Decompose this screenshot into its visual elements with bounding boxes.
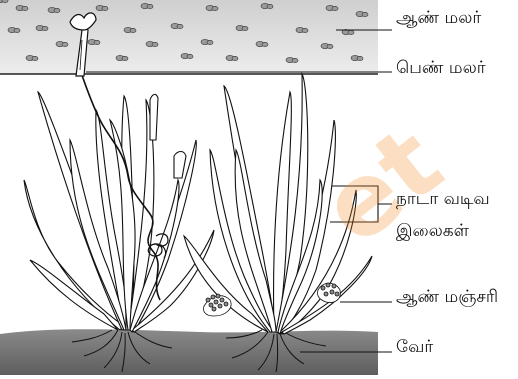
label-female-flower: பெண் மலர்: [396, 59, 486, 79]
label-ribbon-leaves-line1: நாடா வடிவ: [396, 190, 490, 210]
label-male-flower: ஆண் மலர்: [396, 9, 481, 29]
label-root: வேர்: [396, 338, 433, 358]
label-ribbon-leaves-line2: இலைகள்: [396, 222, 469, 242]
left-plant-buds: [150, 94, 186, 178]
male-spadix-left: [203, 294, 231, 316]
left-plant-leaves: [24, 92, 214, 332]
male-spadix-right: [317, 283, 340, 303]
label-male-spadix: ஆண் மஞ்சரி: [396, 288, 498, 308]
